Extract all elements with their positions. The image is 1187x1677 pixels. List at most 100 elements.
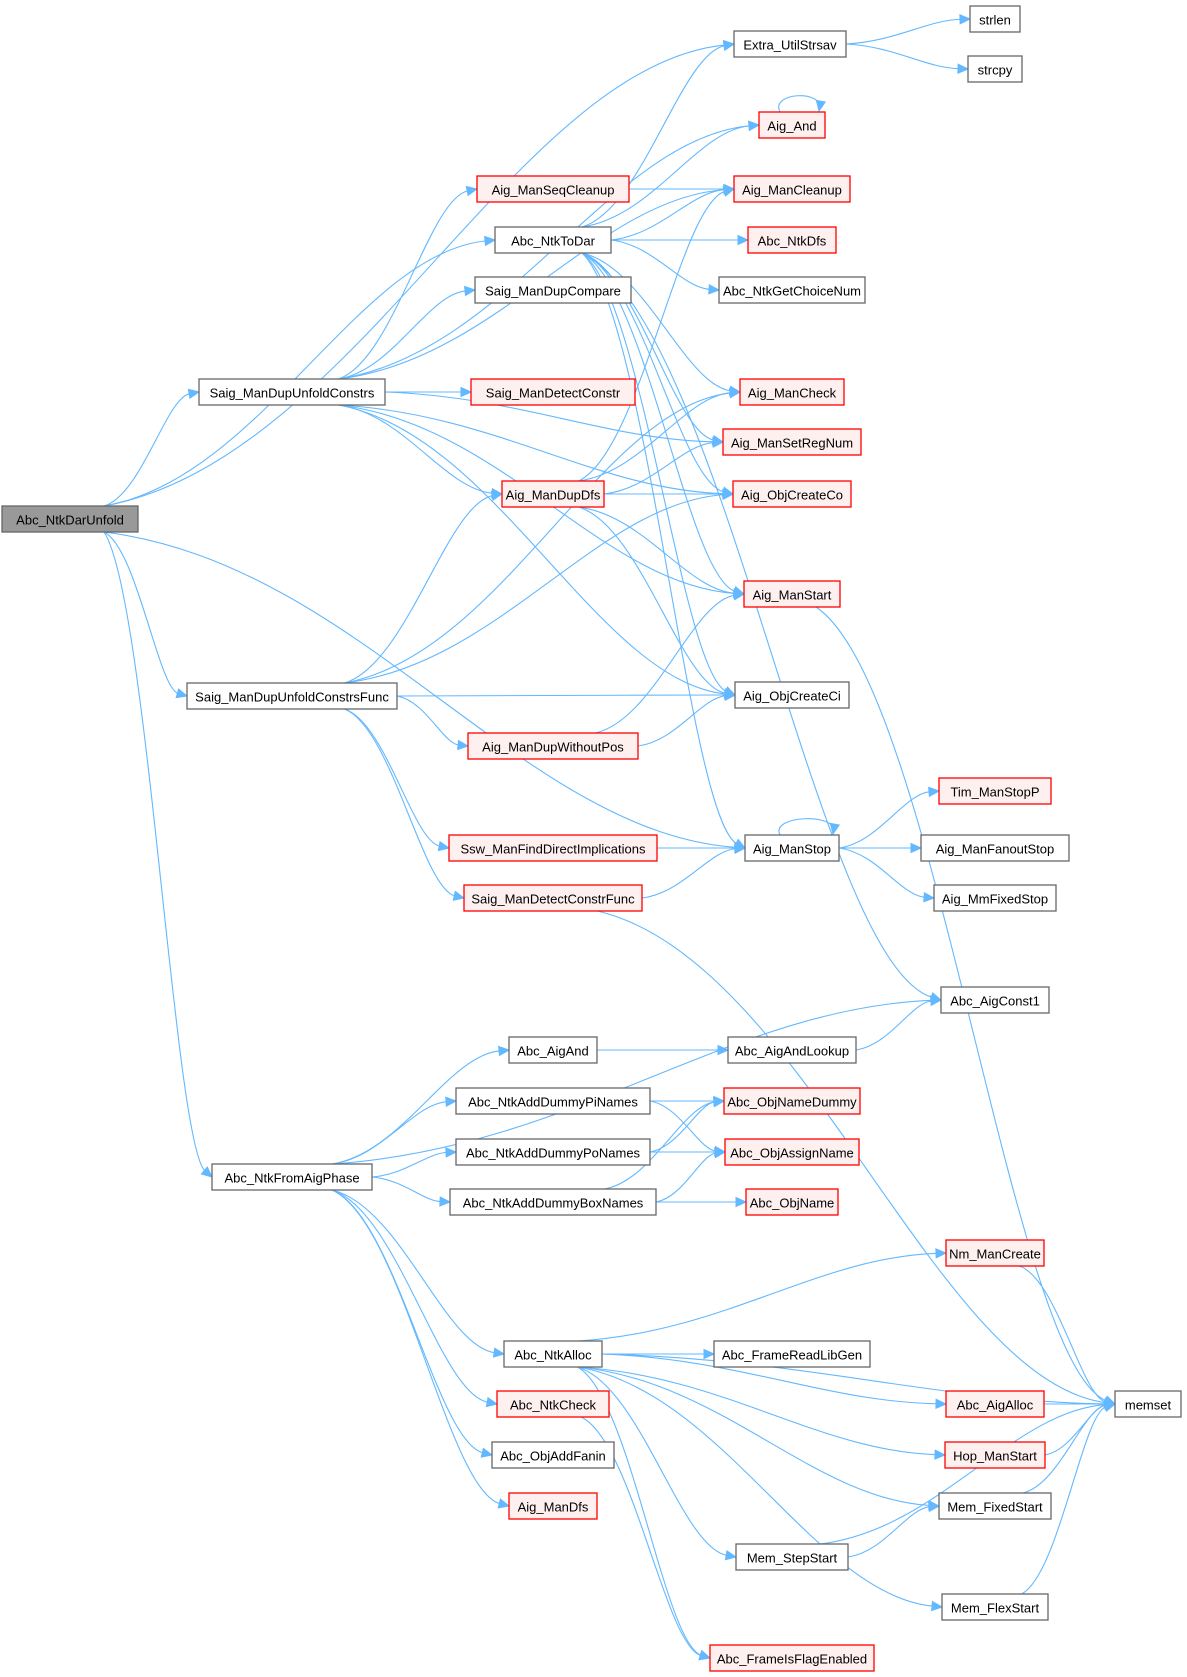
node-abc-aig-const1[interactable]: Abc_AigConst1: [940, 986, 1050, 1014]
edge-saig-man-dup-unfold-constrs-to-aig-man-dup-dfs: [338, 404, 504, 499]
arrow-head-icon: [928, 1501, 941, 1513]
node-abc-obj-assign-name[interactable]: Abc_ObjAssignName: [724, 1138, 860, 1166]
node-aig-obj-create-co[interactable]: Aig_ObjCreateCo: [732, 480, 852, 508]
node-label: Saig_ManDupCompare: [485, 284, 621, 299]
node-box: [470, 378, 636, 406]
node-abc-frame-read-lib-gen[interactable]: Abc_FrameReadLibGen: [713, 1340, 871, 1368]
node-abc-ntk-add-dummy-box-names[interactable]: Abc_NtkAddDummyBoxNames: [449, 1188, 657, 1216]
node-aig-man-cleanup[interactable]: Aig_ManCleanup: [733, 175, 851, 203]
node-box: [758, 111, 826, 139]
node-extra-util-strsav[interactable]: Extra_UtilStrsav: [733, 30, 847, 58]
node-mem-fixed-start[interactable]: Mem_FixedStart: [938, 1492, 1052, 1520]
node-aig-man-dup-without-pos[interactable]: Aig_ManDupWithoutPos: [467, 732, 639, 760]
node-saig-man-detect-constr[interactable]: Saig_ManDetectConstr: [470, 378, 636, 406]
node-aig-mm-fixed-stop[interactable]: Aig_MmFixedStop: [933, 884, 1057, 912]
edge-line: [845, 18, 962, 45]
node-saig-man-dup-unfold-constrs-func[interactable]: Saig_ManDupUnfoldConstrsFunc: [186, 682, 398, 710]
node-label: Saig_ManDetectConstrFunc: [471, 892, 635, 907]
node-box: [198, 378, 386, 406]
node-box: [508, 1492, 598, 1520]
node-abc-aig-and[interactable]: Abc_AigAnd: [508, 1036, 598, 1064]
node-abc-ntk-dfs[interactable]: Abc_NtkDfs: [747, 226, 837, 254]
edge-abc-ntk-alloc-to-abc-frame-read-lib-gen: [602, 1348, 716, 1360]
edge-line: [396, 695, 460, 746]
edge-abc-ntk-from-aig-phase-to-aig-man-dfs: [331, 1189, 511, 1509]
node-aig-man-dup-dfs[interactable]: Aig_ManDupDfs: [501, 480, 605, 508]
arrow-head-icon: [497, 1498, 511, 1509]
node-abc-ntk-to-dar[interactable]: Abc_NtkToDar: [494, 226, 612, 254]
arrow-head-icon: [498, 1045, 511, 1057]
node-strcpy[interactable]: strcpy: [967, 55, 1023, 83]
arrow-head-icon: [734, 843, 747, 854]
node-aig-man-fanout-stop[interactable]: Aig_ManFanoutStop: [920, 834, 1070, 862]
edge-line: [581, 252, 715, 441]
node-strlen[interactable]: strlen: [969, 5, 1021, 33]
edge-abc-ntk-add-dummy-po-names-to-abc-obj-name-dummy: [649, 1096, 726, 1153]
node-aig-man-check[interactable]: Aig_ManCheck: [739, 378, 845, 406]
node-aig-man-seq-cleanup[interactable]: Aig_ManSeqCleanup: [476, 175, 630, 203]
node-abc-aig-and-lookup[interactable]: Abc_AigAndLookup: [727, 1036, 857, 1064]
node-box: [723, 1087, 861, 1115]
node-tim-man-stop-p[interactable]: Tim_ManStopP: [938, 777, 1052, 805]
edge-extra-util-strsav-to-strlen: [845, 14, 972, 45]
node-abc-ntk-get-choice-num[interactable]: Abc_NtkGetChoiceNum: [718, 276, 866, 304]
arrow-head-icon: [724, 1550, 738, 1561]
edge-line: [649, 1101, 716, 1153]
node-abc-obj-name[interactable]: Abc_ObjName: [745, 1188, 839, 1216]
arrow-head-icon: [722, 186, 736, 197]
node-aig-man-stop[interactable]: Aig_ManStop: [744, 834, 840, 862]
arrow-head-icon: [748, 120, 761, 132]
node-label: strlen: [979, 13, 1011, 28]
node-box: [735, 1543, 849, 1571]
node-aig-obj-create-ci[interactable]: Aig_ObjCreateCi: [734, 681, 850, 709]
arrow-head-icon: [717, 1044, 730, 1056]
node-memset[interactable]: memset: [1114, 1390, 1182, 1418]
node-abc-ntk-alloc[interactable]: Abc_NtkAlloc: [503, 1340, 603, 1368]
node-box: [724, 1138, 860, 1166]
arrow-head-icon: [490, 490, 504, 501]
edge-line: [778, 95, 820, 113]
node-box: [739, 378, 845, 406]
node-ssw-man-find-direct-implications[interactable]: Ssw_ManFindDirectImplications: [448, 834, 658, 862]
edge-abc-ntk-from-aig-phase-to-abc-ntk-add-dummy-pi-names: [331, 1096, 458, 1165]
arrow-head-icon: [724, 690, 737, 702]
node-label: Abc_NtkAddDummyPoNames: [466, 1146, 641, 1161]
node-abc-ntk-add-dummy-pi-names[interactable]: Abc_NtkAddDummyPiNames: [455, 1087, 651, 1115]
edge-line: [578, 506, 727, 695]
edge-abc-ntk-to-dar-to-abc-ntk-dfs: [611, 234, 750, 246]
edge-line: [103, 531, 179, 695]
node-abc-ntk-check[interactable]: Abc_NtkCheck: [496, 1390, 610, 1418]
node-mem-flex-start[interactable]: Mem_FlexStart: [941, 1593, 1049, 1621]
node-nm-man-create[interactable]: Nm_ManCreate: [945, 1239, 1045, 1267]
arrow-head-icon: [457, 739, 470, 751]
node-mem-step-start[interactable]: Mem_StepStart: [735, 1543, 849, 1571]
node-saig-man-detect-constr-func[interactable]: Saig_ManDetectConstrFunc: [463, 884, 643, 912]
node-aig-and[interactable]: Aig_And: [758, 111, 826, 139]
node-label: Ssw_ManFindDirectImplications: [461, 842, 646, 857]
arrow-head-icon: [935, 1398, 948, 1410]
edge-line: [103, 531, 206, 1172]
arrow-head-icon: [480, 1447, 494, 1458]
node-aig-man-start[interactable]: Aig_ManStart: [743, 580, 841, 608]
edge-line: [847, 1506, 931, 1558]
node-label: strcpy: [978, 63, 1013, 78]
node-saig-man-dup-unfold-constrs[interactable]: Saig_ManDupUnfoldConstrs: [198, 378, 386, 406]
node-abc-ntk-from-aig-phase[interactable]: Abc_NtkFromAigPhase: [211, 1163, 373, 1191]
node-saig-man-dup-compare[interactable]: Saig_ManDupCompare: [474, 276, 632, 304]
arrow-head-icon: [931, 1600, 944, 1612]
node-abc-obj-add-fanin[interactable]: Abc_ObjAddFanin: [491, 1441, 615, 1469]
node-abc-aig-alloc[interactable]: Abc_AigAlloc: [945, 1390, 1045, 1418]
node-abc-obj-name-dummy[interactable]: Abc_ObjNameDummy: [723, 1087, 861, 1115]
node-aig-man-set-reg-num[interactable]: Aig_ManSetRegNum: [722, 428, 862, 456]
node-label: Abc_NtkAddDummyPiNames: [468, 1095, 638, 1110]
edge-abc-ntk-alloc-to-mem-flex-start: [577, 1366, 944, 1612]
edge-aig-and-to-aig-and: [778, 95, 827, 113]
node-hop-man-start[interactable]: Hop_ManStart: [944, 1441, 1046, 1469]
node-label: Abc_NtkToDar: [511, 234, 595, 249]
node-abc-frame-is-flag-enabled[interactable]: Abc_FrameIsFlagEnabled: [709, 1644, 875, 1672]
node-abc-ntk-dar-unfold[interactable]: Abc_NtkDarUnfold: [1, 505, 139, 533]
node-box: [734, 681, 850, 709]
node-abc-ntk-add-dummy-po-names[interactable]: Abc_NtkAddDummyPoNames: [455, 1138, 651, 1166]
node-aig-man-dfs[interactable]: Aig_ManDfs: [508, 1492, 598, 1520]
edge-line: [578, 190, 726, 482]
